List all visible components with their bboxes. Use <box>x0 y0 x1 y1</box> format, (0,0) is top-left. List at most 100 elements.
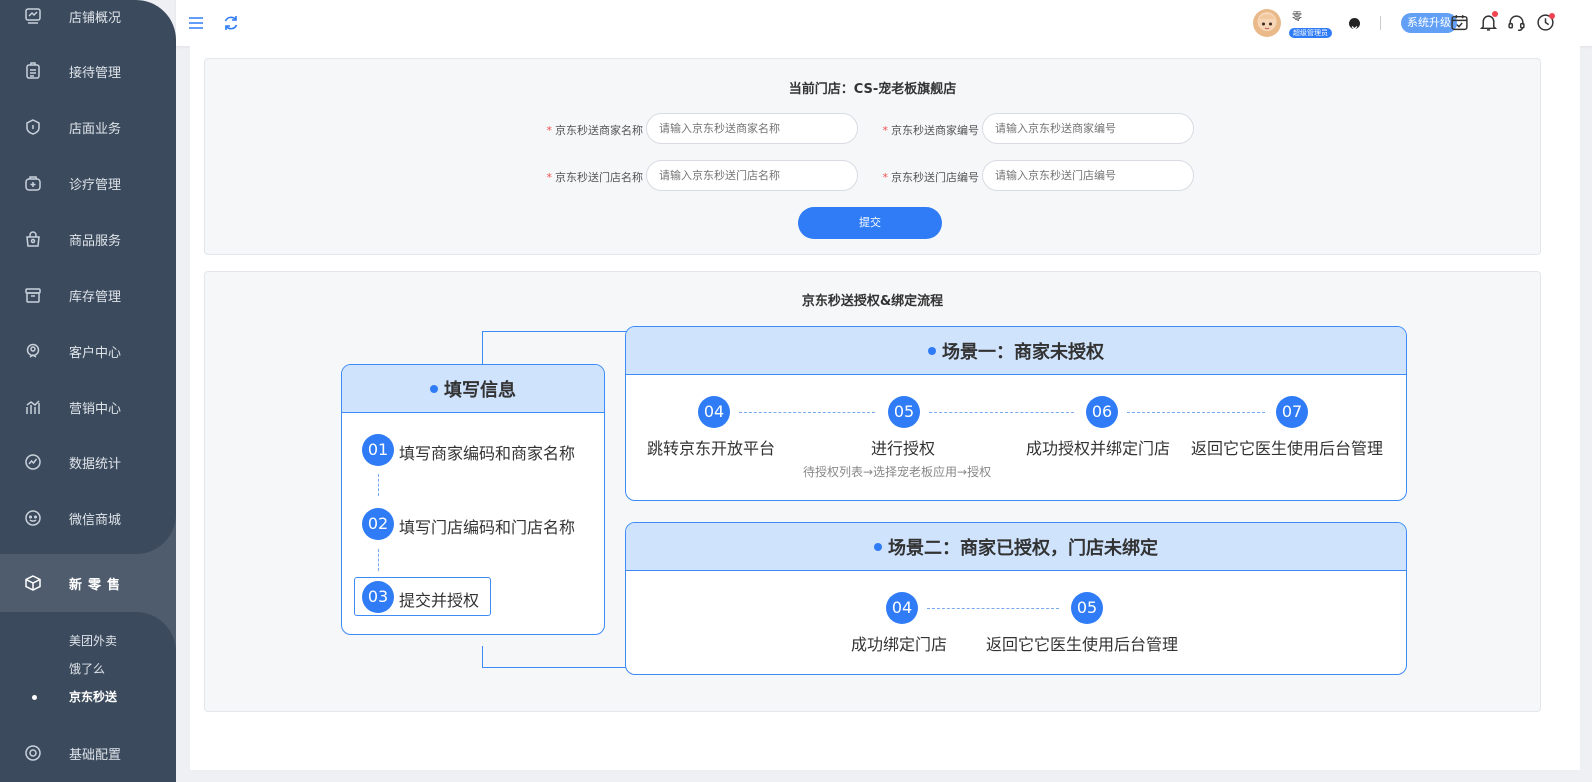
field-label-text: 京东秒送商家名称 <box>555 124 643 137</box>
step-circle: 05 <box>888 396 920 428</box>
step-circle: 07 <box>1276 396 1308 428</box>
clock-icon[interactable] <box>1536 13 1555 32</box>
store-id-label: *京东秒送门店编号 <box>874 169 980 185</box>
required-mark: * <box>882 171 889 184</box>
shield-home-icon <box>26 119 40 135</box>
bullet-dot <box>430 384 438 393</box>
step-dash <box>378 474 379 496</box>
sidebar-item-treatment[interactable]: 诊疗管理 <box>0 155 176 211</box>
sidebar-item-label: 新零售 <box>69 577 127 593</box>
clock-badge-dot <box>1549 13 1555 19</box>
connector-bottom <box>482 646 628 668</box>
submit-authorize-step <box>354 577 491 616</box>
cube-box-icon <box>25 575 41 591</box>
sidebar-item-label: 数据统计 <box>69 456 122 472</box>
notification-dot <box>1492 11 1498 17</box>
menu-icon[interactable] <box>187 14 205 32</box>
header-divider <box>1380 16 1381 30</box>
merchant-id-label: *京东秒送商家编号 <box>874 122 980 138</box>
system-upgrade-button[interactable]: 系统升级 <box>1401 13 1457 33</box>
settings-ring-icon <box>25 745 41 761</box>
sidebar-item-customer[interactable]: 客户中心 <box>0 323 176 379</box>
jd-flow-card: 京东秒送授权&绑定流程 填写信息 01 填写商家编码和商家名称 02 填写门店编… <box>204 271 1541 712</box>
chart-board-icon <box>25 8 41 24</box>
sidebar-item-label: 接待管理 <box>69 65 122 81</box>
step-label: 填写门店编码和门店名称 <box>399 518 576 537</box>
refresh-icon[interactable] <box>222 14 240 32</box>
fill-info-box: 填写信息 01 填写商家编码和商家名称 02 填写门店编码和门店名称 03 提交… <box>341 364 605 635</box>
required-mark: * <box>882 124 889 137</box>
merchant-name-label: *京东秒送商家名称 <box>538 122 644 138</box>
step-circle: 03 <box>362 581 394 613</box>
sidebar-item-label: 客户中心 <box>69 345 122 361</box>
sidebar-sub-meituan[interactable]: 美团外卖 <box>69 634 118 648</box>
flow-title: 京东秒送授权&绑定流程 <box>801 294 944 309</box>
merchant-id-input[interactable] <box>982 113 1194 144</box>
step-dash <box>378 549 379 571</box>
sidebar-item-marketing[interactable]: 营销中心 <box>0 379 176 435</box>
scene1-box: 场景一：商家未授权 04 05 06 07 跳转京东开放平台 进行授权 成功授权… <box>625 326 1407 501</box>
current-store-title: 当前门店：CS-宠老板旗舰店 <box>788 82 957 97</box>
step-label: 进行授权 <box>871 439 936 458</box>
step-circle: 06 <box>1086 396 1118 428</box>
sidebar-item-inventory[interactable]: 库存管理 <box>0 267 176 323</box>
merchant-name-input[interactable] <box>646 113 858 144</box>
role-badge: 超级管理员 <box>1289 28 1332 38</box>
jd-binding-form-card: 当前门店：CS-宠老板旗舰店 *京东秒送商家名称 *京东秒送商家编号 *京东秒送… <box>204 58 1541 255</box>
shopping-bag-icon <box>26 231 40 247</box>
sidebar-item-basic-config[interactable]: 基础配置 <box>0 725 176 781</box>
chevron-down-icon <box>1351 26 1358 30</box>
sidebar-item-label: 营销中心 <box>69 401 122 417</box>
sidebar-item-new-retail[interactable]: 新零售 <box>0 555 176 611</box>
bell-icon[interactable] <box>1479 13 1498 32</box>
sidebar: 店铺概况 接待管理 店面业务 诊疗管理 商品服务 库存管理 客户中心 营销中心 <box>0 0 176 782</box>
calendar-check-icon[interactable] <box>1450 13 1469 32</box>
main-content: 当前门店：CS-宠老板旗舰店 *京东秒送商家名称 *京东秒送商家编号 *京东秒送… <box>190 46 1580 770</box>
medical-kit-icon <box>25 176 41 191</box>
wechat-icon <box>25 510 41 526</box>
sidebar-item-reception[interactable]: 接待管理 <box>0 43 176 99</box>
scene1-header: 场景一：商家未授权 <box>626 327 1406 375</box>
step-dash <box>927 608 1059 609</box>
scene1-title: 场景一：商家未授权 <box>942 341 1104 363</box>
sidebar-sub-eleme[interactable]: 饿了么 <box>69 662 106 676</box>
active-dot <box>32 695 37 700</box>
sidebar-sub-jd-miaosong[interactable]: 京东秒送 <box>69 690 118 704</box>
step-label: 跳转京东开放平台 <box>647 439 776 458</box>
scene2-header: 场景二：商家已授权，门店未绑定 <box>626 523 1406 571</box>
step-circle: 04 <box>698 396 730 428</box>
step-label: 返回它它医生使用后台管理 <box>1191 439 1384 458</box>
sidebar-item-store-overview[interactable]: 店铺概况 <box>0 0 176 44</box>
store-name-input[interactable] <box>646 160 858 191</box>
user-menu-toggle[interactable] <box>1349 18 1360 30</box>
sidebar-item-statistics[interactable]: 数据统计 <box>0 434 176 490</box>
connector-top <box>482 331 628 364</box>
bar-trend-icon <box>26 400 40 414</box>
headset-icon[interactable] <box>1507 13 1526 32</box>
required-mark: * <box>546 171 553 184</box>
avatar[interactable] <box>1253 9 1281 37</box>
field-label-text: 京东秒送门店名称 <box>555 171 643 184</box>
top-header: 零 超级管理员 系统升级 <box>176 0 1592 46</box>
submit-button[interactable]: 提交 <box>798 207 942 239</box>
line-chart-icon <box>25 454 41 470</box>
user-name: 零 <box>1292 12 1302 23</box>
step-label: 成功授权并绑定门店 <box>1026 439 1171 458</box>
sidebar-lower <box>0 660 176 782</box>
archive-icon <box>25 288 41 303</box>
sidebar-item-store-business[interactable]: 店面业务 <box>0 99 176 155</box>
sidebar-item-goods[interactable]: 商品服务 <box>0 211 176 267</box>
sidebar-item-label: 基础配置 <box>69 747 122 763</box>
sidebar-item-wechat-mall[interactable]: 微信商城 <box>0 490 176 546</box>
clipboard-icon <box>26 62 40 79</box>
fill-info-title: 填写信息 <box>444 379 516 401</box>
scene2-title: 场景二：商家已授权，门店未绑定 <box>888 537 1158 559</box>
required-mark: * <box>546 124 553 137</box>
store-name-label: *京东秒送门店名称 <box>538 169 644 185</box>
sidebar-item-label: 商品服务 <box>69 233 122 249</box>
step-dash <box>1127 412 1265 413</box>
store-id-input[interactable] <box>982 160 1194 191</box>
bullet-dot <box>928 346 936 355</box>
step-dash <box>929 412 1074 413</box>
